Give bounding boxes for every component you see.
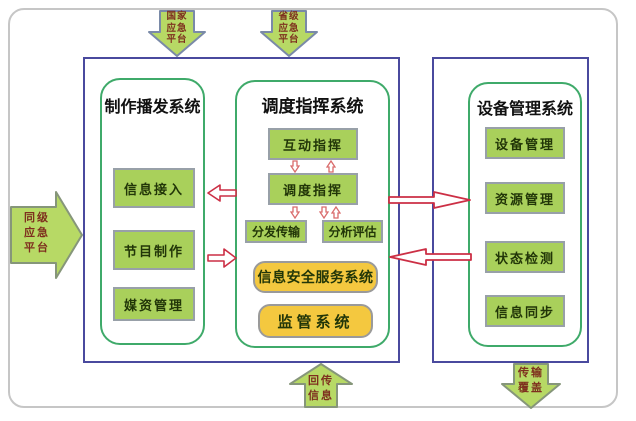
system-dispatch-title: 调度指挥系统 [261,97,364,116]
arrow-dispatch-to-analysis-down [319,206,329,219]
module-info-access: 信息接入 [113,168,195,208]
system-production-title: 制作播发系统 [104,99,201,116]
arrow-feedback-up [289,363,353,408]
arrow-national-platform-down [148,10,206,57]
module-supervision-system: 监管系统 [258,304,373,338]
module-interactive-command: 互动指挥 [268,128,358,160]
arrow-interactive-to-dispatch-down [290,160,300,173]
frame-equipment [432,57,589,363]
module-program-production: 节目制作 [113,230,195,270]
arrow-dispatch-to-equipment-right [388,191,471,209]
module-dispatch-command: 调度指挥 [268,173,358,205]
module-distribution-transmission: 分发传输 [245,220,307,243]
module-media-asset-management: 媒资管理 [113,287,195,321]
arrow-analysis-to-dispatch-up [331,206,341,219]
module-resource-management: 资源管理 [485,182,565,214]
arrow-provincial-platform-down [260,10,318,57]
arrow-dispatch-to-production-left [207,184,237,202]
arrow-coverage-down [501,363,561,409]
arrow-peer-platform-right [10,191,83,279]
arrow-equipment-to-dispatch-left [389,248,472,266]
module-info-sync: 信息同步 [485,295,565,327]
frame-production-dispatch [83,57,400,363]
system-dispatch-box [235,80,390,348]
module-status-detection: 状态检测 [485,241,565,273]
system-equipment-title: 设备管理系统 [476,101,573,118]
module-info-security-service-system: 信息安全服务系统 [253,261,378,293]
module-equipment-management: 设备管理 [485,127,565,159]
arrow-dispatch-to-distribution-down [290,206,300,219]
arrow-production-to-dispatch-right [207,248,237,268]
module-analysis-evaluation: 分析评估 [322,220,383,243]
arrow-dispatch-to-interactive-up [326,160,336,173]
